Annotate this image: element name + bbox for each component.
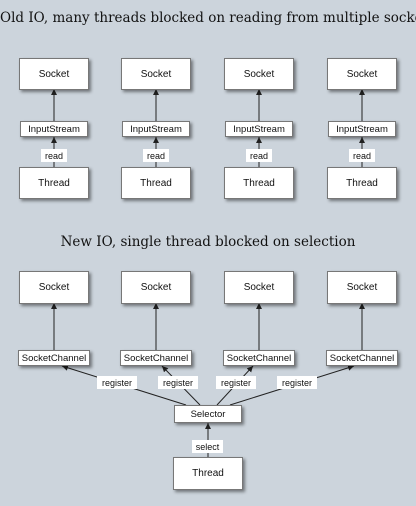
socketchannel-box-2: SocketChannel	[120, 350, 192, 366]
selector-box: Selector	[174, 405, 242, 423]
old-io-title: Old IO, many threads blocked on reading …	[0, 10, 416, 26]
register-label-2: register	[158, 376, 198, 389]
old-thread-box-1: Thread	[19, 167, 89, 199]
register-label-3: register	[216, 376, 256, 389]
old-inputstream-box-1: InputStream	[20, 121, 88, 137]
old-read-label-1: read	[41, 149, 67, 162]
old-inputstream-box-3: InputStream	[225, 121, 293, 137]
old-read-label-2: read	[143, 149, 169, 162]
old-socket-box-4: Socket	[327, 58, 397, 90]
socketchannel-box-3: SocketChannel	[223, 350, 295, 366]
old-socket-box-3: Socket	[224, 58, 294, 90]
new-thread-box: Thread	[173, 457, 243, 490]
socketchannel-box-4: SocketChannel	[326, 350, 398, 366]
register-label-1: register	[97, 376, 137, 389]
old-thread-box-4: Thread	[327, 167, 397, 199]
old-socket-box-1: Socket	[19, 58, 89, 90]
old-io-connectors	[51, 89, 365, 167]
socketchannel-box-1: SocketChannel	[18, 350, 90, 366]
old-thread-box-3: Thread	[224, 167, 294, 199]
new-socket-box-2: Socket	[121, 271, 191, 304]
new-io-title: New IO, single thread blocked on selecti…	[60, 234, 356, 250]
select-label: select	[192, 440, 223, 453]
new-socket-box-4: Socket	[327, 271, 397, 304]
register-label-4: register	[277, 376, 317, 389]
old-inputstream-box-2: InputStream	[122, 121, 190, 137]
new-socket-box-1: Socket	[19, 271, 89, 304]
old-read-label-3: read	[246, 149, 272, 162]
old-read-label-4: read	[349, 149, 375, 162]
old-socket-box-2: Socket	[121, 58, 191, 90]
old-thread-box-2: Thread	[121, 167, 191, 199]
new-socket-box-3: Socket	[224, 271, 294, 304]
old-inputstream-box-4: InputStream	[328, 121, 396, 137]
